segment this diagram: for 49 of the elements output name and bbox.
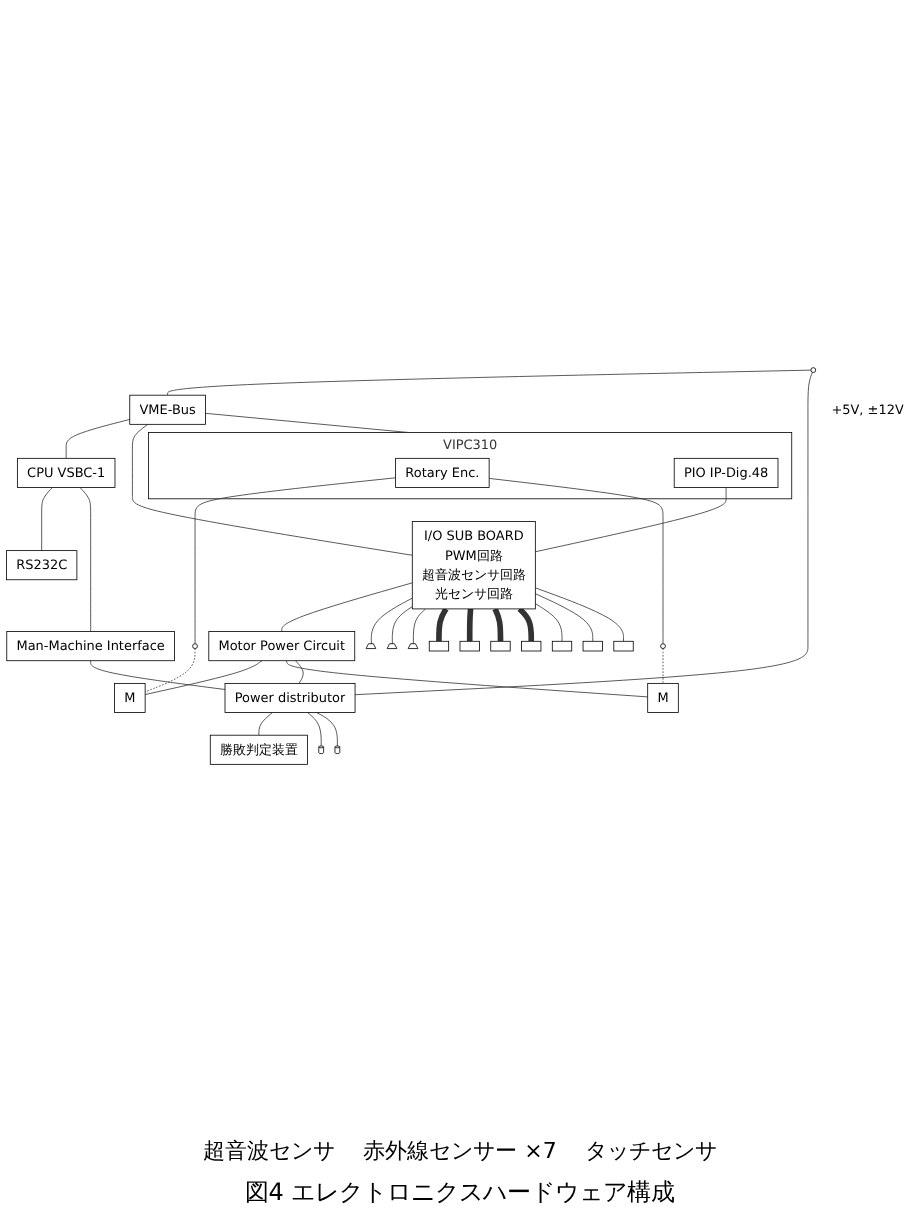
- connector: [205, 412, 409, 433]
- connector: [534, 587, 624, 642]
- node-circle: [810, 367, 817, 373]
- node-circle: [660, 643, 666, 649]
- node-circle: [192, 643, 198, 649]
- connector: [295, 660, 304, 684]
- connector: [370, 597, 413, 645]
- node-box: [582, 640, 603, 652]
- connector: [307, 712, 322, 747]
- connector: [354, 371, 813, 696]
- connector: [436, 607, 449, 642]
- node-battery: [318, 745, 325, 754]
- connector: [492, 607, 504, 642]
- connector: [90, 660, 226, 690]
- connector: [258, 712, 273, 736]
- connector: [41, 487, 53, 552]
- connector: [466, 607, 474, 642]
- connector: [281, 582, 413, 632]
- node-trapezoid: [386, 643, 398, 649]
- node-box: [490, 640, 511, 652]
- connector: [662, 648, 664, 684]
- node-trapezoid: [407, 643, 419, 649]
- node-box: [428, 640, 450, 652]
- connector: [79, 487, 92, 632]
- sensor-label: タッチセンサ: [584, 1136, 717, 1166]
- connector: [488, 478, 664, 645]
- connector: [132, 423, 413, 556]
- connector: [65, 419, 131, 459]
- node-trapezoid: [365, 643, 377, 649]
- connector: [534, 603, 563, 642]
- connector: [285, 660, 649, 698]
- connector: [517, 606, 535, 642]
- node-box: [459, 640, 480, 652]
- figure-caption: 図4 エレクトロニクスハードウェア構成: [242, 1176, 678, 1210]
- node-battery: [334, 745, 341, 754]
- connector: [534, 487, 727, 553]
- sensor-label: 超音波センサ: [203, 1136, 336, 1166]
- node-box: [551, 640, 573, 652]
- node-box: [521, 640, 542, 652]
- node-box: [613, 640, 634, 652]
- connector: [316, 712, 338, 747]
- connector: [194, 477, 396, 645]
- connector: [391, 606, 413, 645]
- connector: [167, 369, 812, 396]
- connector: [144, 660, 263, 695]
- connector: [144, 648, 196, 693]
- connector: [412, 608, 426, 645]
- connector: [534, 593, 594, 642]
- sensor-label: 赤外線センサー ×7: [363, 1136, 557, 1166]
